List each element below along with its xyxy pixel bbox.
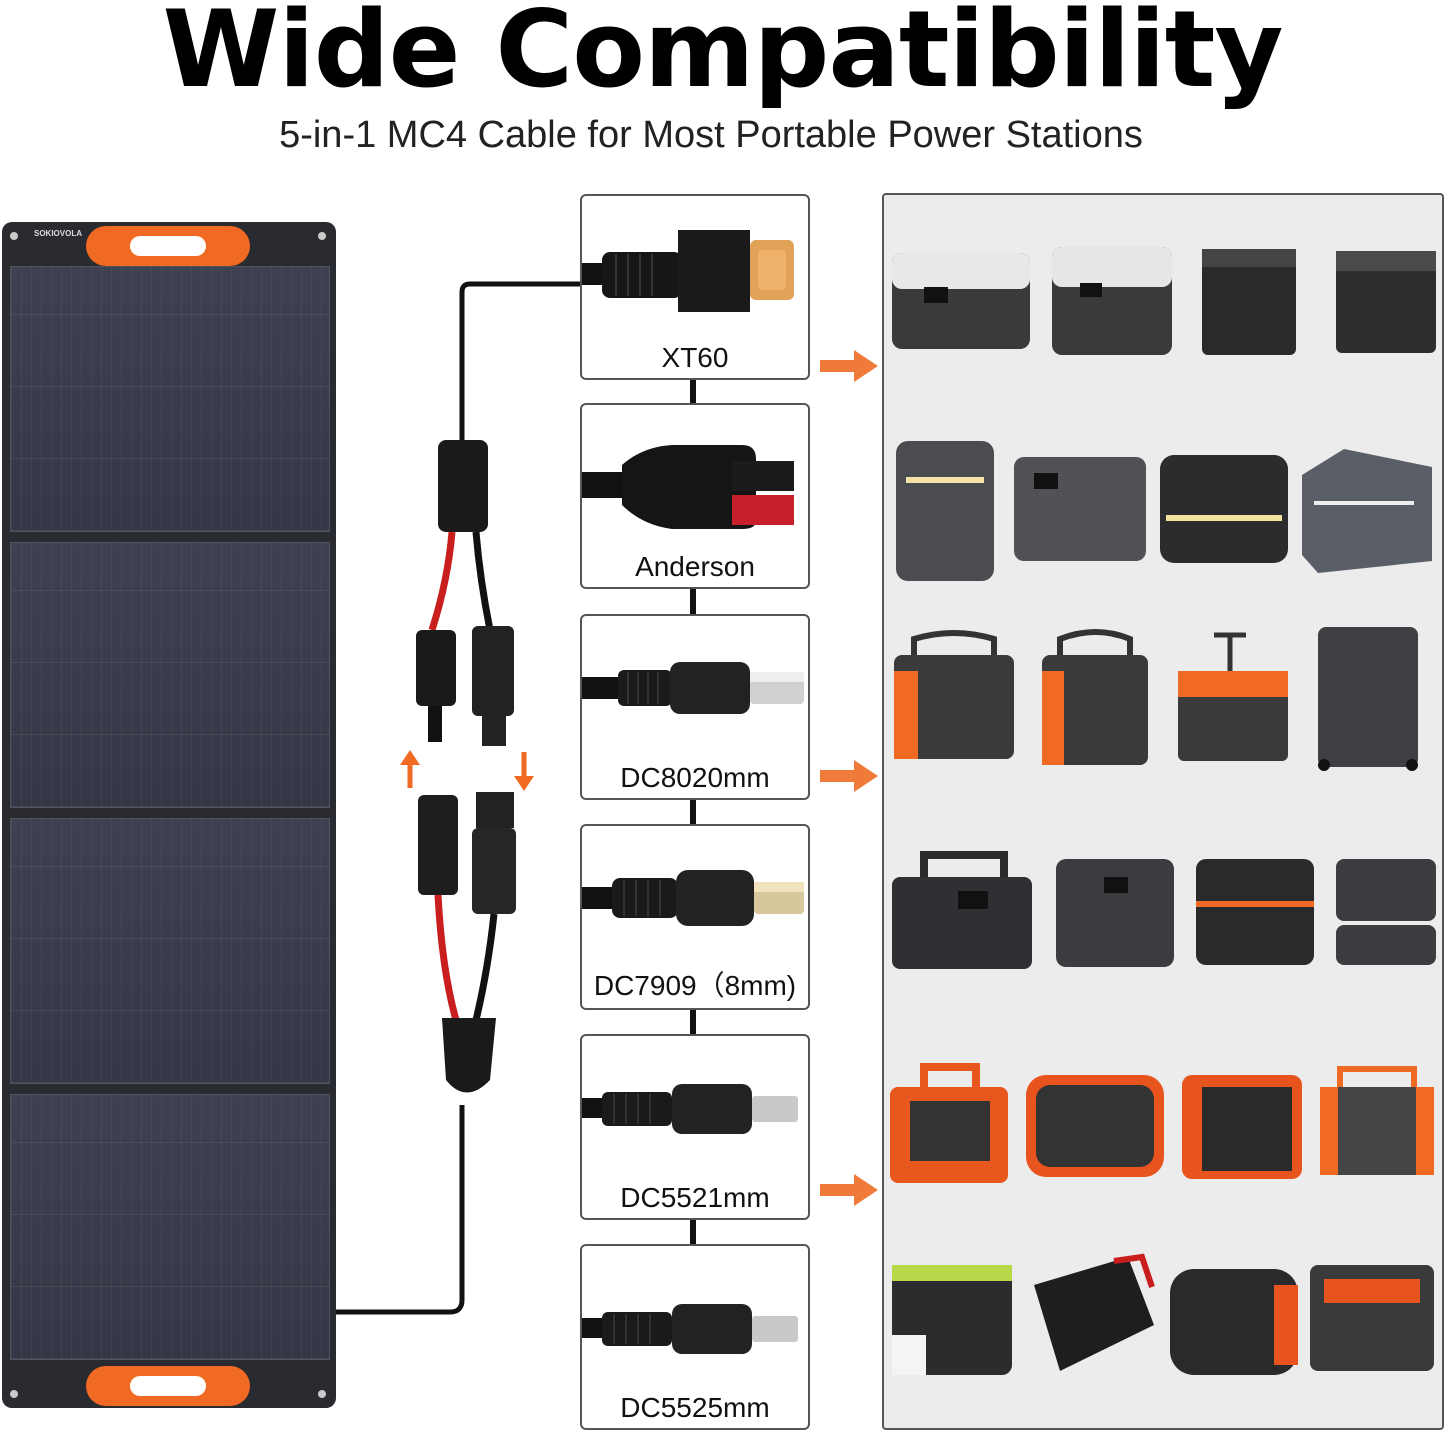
station-stacked [1336,859,1436,965]
connector-card-dc5525: DC5525mm [580,1244,810,1430]
dc7909-plug-icon [582,870,804,926]
page-title: Wide Compatibility [162,0,1283,111]
swap-arrows-icon [400,750,534,791]
power-stations-illustration [890,247,1436,1375]
station-black-tower [1336,251,1436,353]
station-anker [1160,455,1288,563]
station-gray-led [1014,457,1146,561]
connector-label: DC8020mm [620,762,770,793]
dc5525-plug-icon [582,1304,798,1354]
dc5521-plug-icon [582,1084,798,1134]
solar-cell-section [10,266,330,532]
connector-label: Anderson [635,551,755,582]
connector-card-dc7909: DC7909（8mm) [580,824,810,1010]
station-marbero-red [1034,1253,1155,1371]
connector-label: XT60 [661,342,729,373]
connector-card-xt60: XT60 [580,194,810,380]
y-splitter-bottom-icon [418,792,516,1093]
panel-brand-text: SOKIOVOLA [34,229,83,238]
power-stations-grid [882,193,1444,1430]
station-jackery-trolley [1178,632,1288,761]
station-jackery-tower [1318,627,1418,771]
arrow-right-icon [820,350,878,382]
connector-card-dc5521: DC5521mm [580,1034,810,1220]
station-flashfish [1182,1075,1302,1179]
mc4-cable-diagram [336,281,580,1315]
station-jackery-orange [894,630,1014,759]
connector-label: DC5521mm [620,1182,770,1213]
station-bluetti [1056,859,1174,967]
station-bluetti-orange [1196,859,1314,965]
rivet-icon [10,232,18,240]
station-orange-frame [1320,1066,1434,1175]
station-orange-red [1026,1075,1164,1177]
station-black-tower [1202,249,1296,355]
station-gray-led [896,441,994,581]
station-green-lantern [892,1265,1012,1375]
bottom-handle [86,1366,250,1406]
connector-card-dc8020: DC8020mm [580,614,810,800]
connector-label: DC5525mm [620,1392,770,1423]
arrow-right-icon [820,760,878,792]
top-handle [86,226,250,266]
anderson-plug-icon [582,445,794,529]
connector-card-anderson: Anderson [580,403,810,589]
arrow-right-icon [820,1174,878,1206]
page-subtitle: 5-in-1 MC4 Cable for Most Portable Power… [279,114,1143,156]
rivet-icon [10,1390,18,1398]
station-angular [1302,449,1432,573]
rivet-icon [318,1390,326,1398]
y-splitter-top-icon [416,440,514,746]
solar-cell-section [10,542,330,808]
station-orange-tall [1310,1265,1434,1371]
dc8020-plug-icon [582,662,804,714]
solar-cell-section [10,818,330,1084]
station-marbero-orange [890,1063,1008,1183]
station-jackery-orange [1042,629,1148,765]
xt60-plug-icon [582,230,794,312]
solar-cell-section [10,1094,330,1360]
rivet-icon [318,232,326,240]
connector-label: DC7909（8mm) [593,970,797,1001]
station-white-gray [1052,247,1172,355]
station-orange-round [1170,1269,1298,1375]
station-dark-handle [892,851,1032,969]
solar-panel-image: SOKIOVOLA [2,222,336,1408]
connector-spine [690,376,696,1246]
station-white-gray [892,253,1030,349]
